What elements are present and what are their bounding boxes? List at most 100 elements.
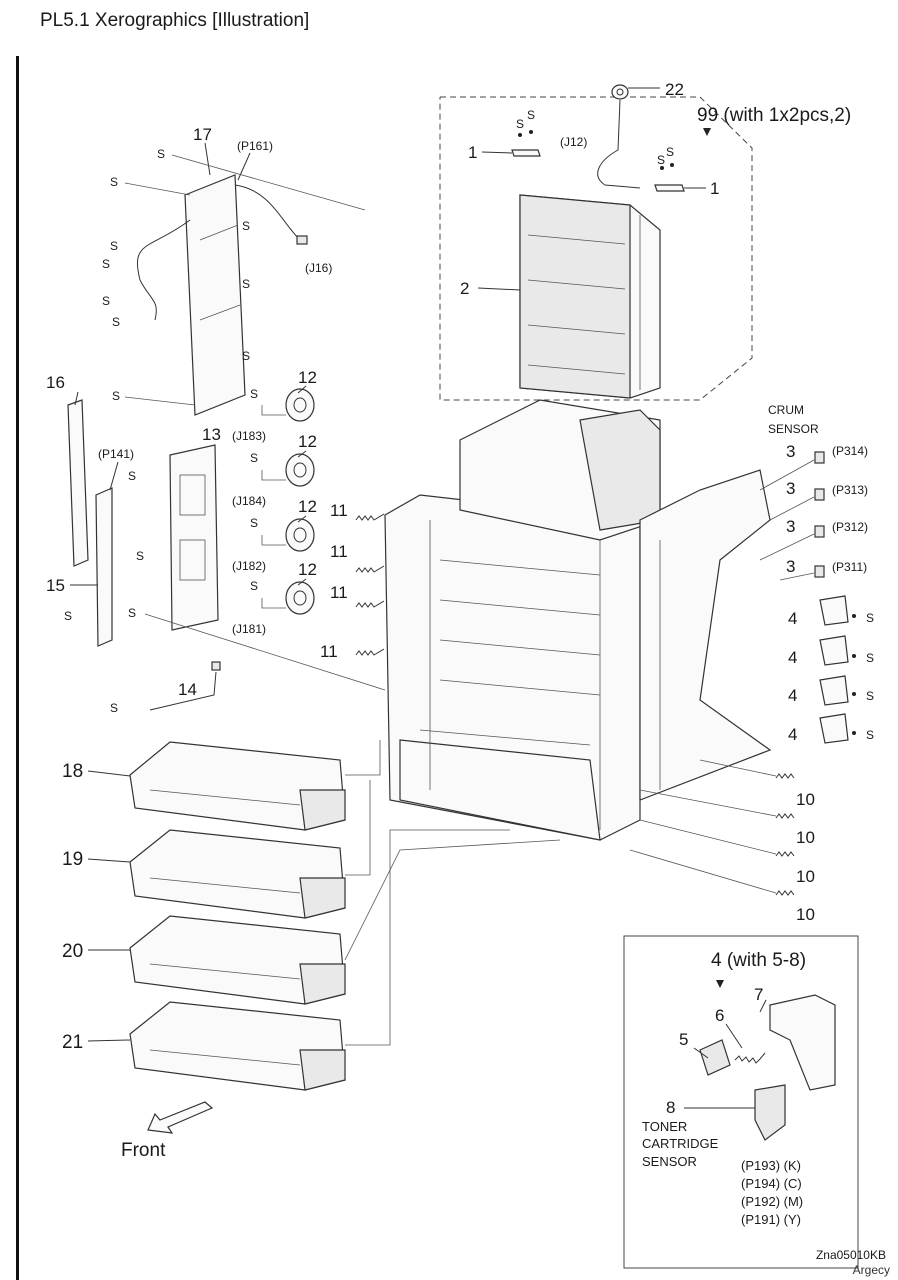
screw-label: S [136, 549, 144, 563]
callout-12-2: 12 [298, 432, 317, 451]
callout-10-3: 10 [796, 867, 815, 886]
screw-label: S [516, 117, 524, 131]
toner-label-1: TONER [642, 1119, 687, 1134]
connector-p141: (P141) [98, 447, 134, 461]
connector-p161: (P161) [237, 139, 273, 153]
screw-label: S [250, 579, 258, 593]
crum-sensors-3 [759, 451, 825, 581]
screw-label: S [157, 147, 165, 161]
callout-20: 20 [62, 941, 83, 962]
connector-p314: (P314) [832, 444, 868, 458]
connector-j12: (J12) [560, 135, 587, 149]
callout-4-with-5-8: 4 (with 5-8) [711, 950, 806, 971]
sensor-code-4: (P191) (Y) [741, 1212, 801, 1227]
front-label: Front [121, 1140, 166, 1161]
screw-label: S [64, 609, 72, 623]
sensor-code-2: (P194) (C) [741, 1176, 802, 1191]
callout-2: 2 [460, 279, 469, 298]
callout-1-right: 1 [710, 179, 719, 198]
callout-16: 16 [46, 373, 65, 392]
watermark: Argecy [852, 1263, 890, 1277]
screw-label: S [866, 651, 874, 665]
crum-label-1: CRUM [768, 403, 804, 417]
screw-label: S [250, 387, 258, 401]
callout-14: 14 [178, 680, 197, 699]
callout-12-1: 12 [298, 368, 317, 387]
screw-label: S [242, 277, 250, 291]
screw-label: S [110, 175, 118, 189]
springs-11 [355, 513, 385, 656]
callout-11-4: 11 [320, 642, 338, 661]
sensor-14 [149, 661, 221, 711]
screw-label: S [250, 516, 258, 530]
screws-board-17: S S S S S S S S S S [102, 147, 366, 406]
callout-4-2: 4 [788, 648, 797, 667]
crum-label-2: SENSOR [768, 422, 819, 436]
callout-6: 6 [715, 1006, 724, 1025]
screw-label: S [250, 451, 258, 465]
detail-inset [623, 935, 859, 1269]
screw-label: S [112, 315, 120, 329]
connector-p311: (P311) [832, 560, 867, 574]
board-17 [136, 174, 308, 416]
callout-4-4: 4 [788, 725, 797, 744]
callout-3-1: 3 [786, 442, 795, 461]
connector-j181: (J181) [232, 622, 266, 636]
callout-99: 99 (with 1x2pcs,2) [697, 105, 851, 126]
callout-19: 19 [62, 849, 83, 870]
assembly-99-group [439, 84, 753, 401]
callout-3-2: 3 [786, 479, 795, 498]
screw-label: S [102, 257, 110, 271]
main-frame [344, 399, 772, 1046]
screw-label: S [866, 611, 874, 625]
toner-cartridges [87, 741, 346, 1091]
connector-j183: (J183) [232, 429, 266, 443]
sensor-holders-4 [819, 595, 856, 744]
callout-12-3: 12 [298, 497, 317, 516]
front-arrow-icon [147, 1101, 214, 1134]
connector-j16: (J16) [305, 261, 332, 275]
springs-10 [629, 759, 795, 896]
screw-label: S [112, 389, 120, 403]
callout-10-1: 10 [796, 790, 815, 809]
motors-12 [261, 385, 315, 615]
screw-label: S [666, 145, 674, 159]
callout-11-1: 11 [330, 501, 348, 520]
callout-1-left: 1 [468, 143, 477, 162]
connector-p312: (P312) [832, 520, 868, 534]
sensor-code-1: (P193) (K) [741, 1158, 801, 1173]
callout-12-4: 12 [298, 560, 317, 579]
screw-label: S [110, 701, 118, 715]
callout-5: 5 [679, 1030, 688, 1049]
callout-10-4: 10 [796, 905, 815, 924]
connector-p313: (P313) [832, 483, 868, 497]
callout-3-3: 3 [786, 517, 795, 536]
connector-j182: (J182) [232, 559, 266, 573]
callout-4-1: 4 [788, 609, 797, 628]
frame-15 [70, 487, 113, 647]
screw-label: S [102, 294, 110, 308]
screw-label: S [242, 349, 250, 363]
callout-17: 17 [193, 125, 212, 144]
screw-label: S [866, 689, 874, 703]
callout-3-4: 3 [786, 557, 795, 576]
screw-label: S [527, 108, 535, 122]
callout-10-2: 10 [796, 828, 815, 847]
callout-11-3: 11 [330, 583, 348, 602]
screw-label: S [128, 606, 136, 620]
screw-label: S [128, 469, 136, 483]
screw-label: S [657, 153, 665, 167]
drawing-code: Zna05010KB [815, 1248, 886, 1262]
bracket-13 [169, 444, 219, 631]
toner-label-2: CARTRIDGE [642, 1136, 719, 1151]
toner-label-3: SENSOR [642, 1154, 697, 1169]
screw-label: S [242, 219, 250, 233]
callout-15: 15 [46, 576, 65, 595]
callout-22: 22 [665, 80, 684, 99]
callout-18: 18 [62, 761, 83, 782]
callout-11-2: 11 [330, 542, 348, 561]
page-title: PL5.1 Xerographics [Illustration] [40, 10, 310, 31]
left-rule [16, 56, 19, 1280]
connector-j184: (J184) [232, 494, 266, 508]
